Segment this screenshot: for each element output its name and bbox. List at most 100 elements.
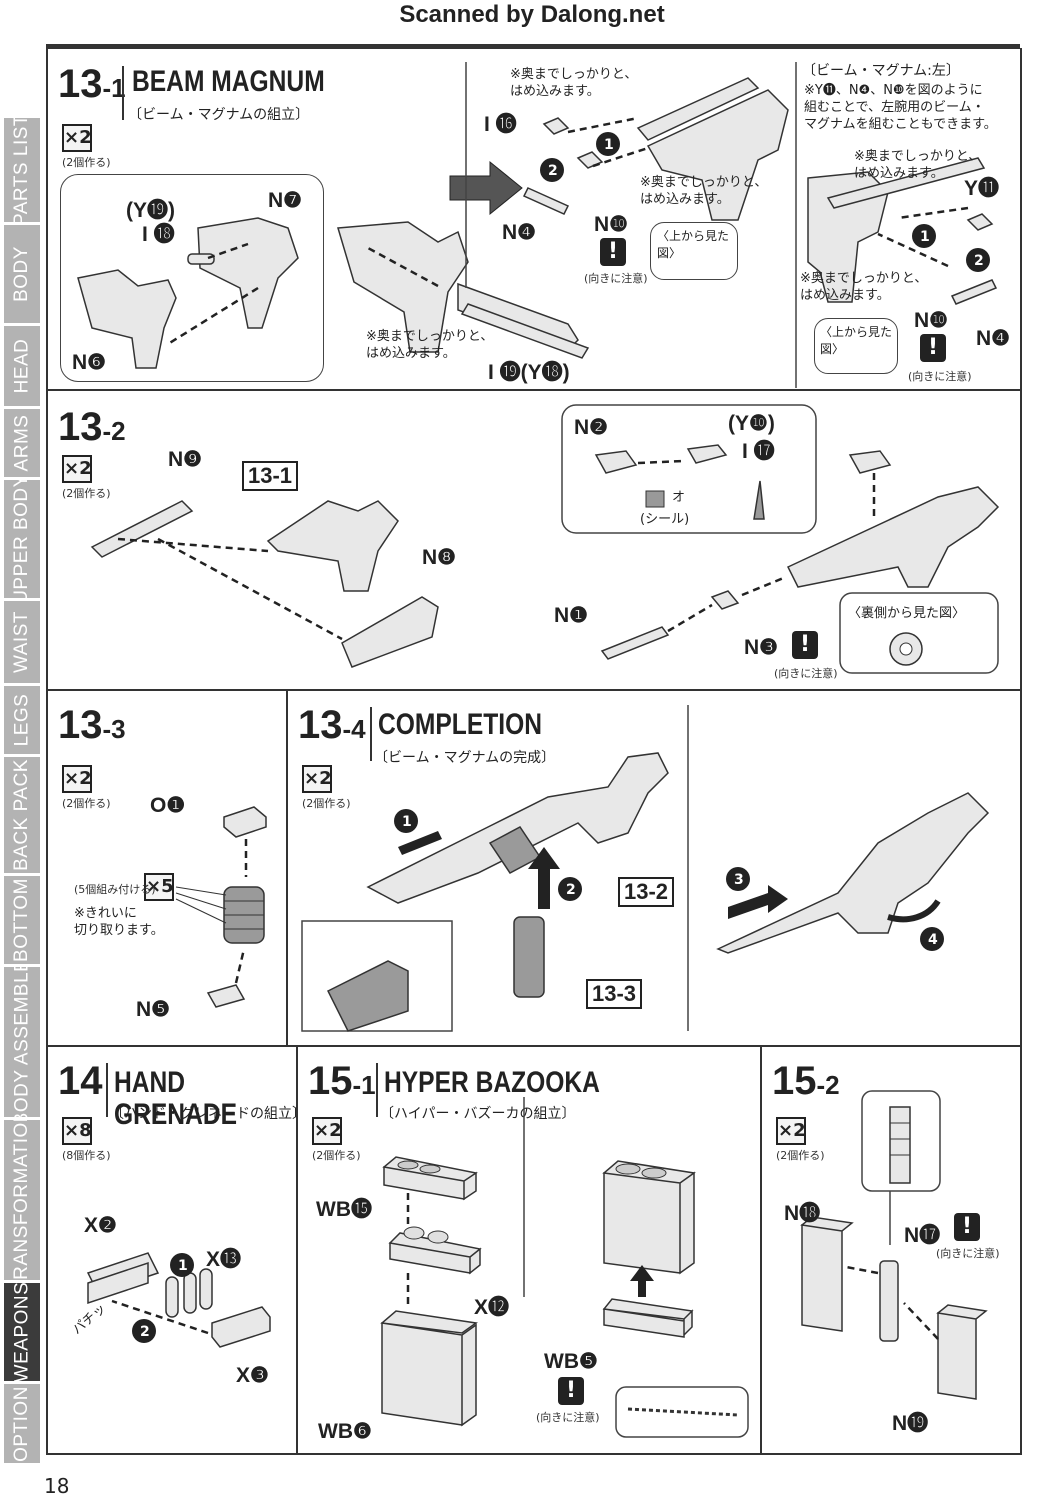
label-wb5: WB❺ (544, 1350, 598, 1373)
svg-text:4: 4 (928, 932, 938, 948)
svg-text:1: 1 (604, 137, 614, 153)
svg-text:3: 3 (734, 872, 744, 888)
back-view-label: 〈裏側から見た図〉 (848, 606, 966, 621)
label-i18: I ⓲ (142, 223, 175, 246)
label-wb6: WB❻ (318, 1420, 372, 1443)
step-15-1-panel: 15-1 HYPER BAZOOKA 〔ハイパー・バズーカの組立〕 ×2 (2個… (296, 1045, 762, 1455)
tab-legs[interactable]: LEGS (4, 686, 40, 754)
left-version-note: ※Y⓫、N❹、N❿を図のように 組むことで、左腕用のビーム・ マグナムを組むこと… (804, 83, 997, 132)
step-13-1-panel: 13-1 BEAM MAGNUM 〔ビーム・マグナムの組立〕 ×2 (2個作る)… (46, 48, 1022, 391)
svg-text:2: 2 (140, 1324, 150, 1340)
completion-diagram: 1 2 3 4 (301, 705, 990, 1032)
quantity-badge: ×2 (312, 1117, 342, 1145)
tab-weapons[interactable]: WEAPONS (4, 1283, 40, 1381)
section-sidebar: PARTS LIST BODY HEAD ARMS UPPER BODY WAI… (0, 118, 44, 1463)
x5-note: (5個組み付ける) (74, 883, 156, 896)
detail-inset (60, 174, 324, 382)
svg-text:2: 2 (566, 882, 576, 898)
caution-note: (向きに注意) (584, 272, 648, 285)
hand-grenade-diagram: 1 2 (86, 1252, 271, 1348)
label-n8: N❽ (422, 546, 456, 569)
step-title: HYPER BAZOOKA (384, 1066, 600, 1099)
left-press-note-2: ※奥までしっかりと、 はめ込みます。 (800, 271, 928, 303)
svg-text:2: 2 (974, 253, 984, 269)
tab-arms[interactable]: ARMS (4, 409, 40, 477)
tab-body[interactable]: BODY (4, 225, 40, 323)
step-subtitle-jp: 〔ビーム・マグナムの組立〕 (128, 107, 310, 123)
left-top-view-label: 〈上から見た図〉 (820, 325, 893, 356)
label-n2: N❷ (574, 416, 608, 439)
top-rule (46, 44, 1020, 49)
caution-icon: ! (954, 1213, 980, 1241)
tab-bottom[interactable]: BOTTOM (4, 876, 40, 964)
label-i19-y18: I ⓳(Y⓲) (488, 361, 570, 384)
step-number: 13-2 (58, 405, 126, 449)
label-i16: I ⓰ (484, 113, 517, 136)
quantity-badge: ×2 (302, 765, 332, 793)
step-subtitle-jp: 〔ビーム・マグナムの完成〕 (374, 750, 556, 766)
label-y19: (Y⓳) (126, 199, 175, 222)
seal-note: (シール) (640, 512, 690, 527)
label-n10: N❿ (594, 213, 628, 236)
seal-letter: オ (672, 490, 686, 505)
left-caution-icon: ! (920, 334, 946, 362)
tab-body-assemble[interactable]: BODY ASSEMBLE (4, 967, 40, 1117)
left-version-title: 〔ビーム・マグナム:左〕 (802, 63, 960, 79)
left-top-view-bubble: 〈上から見た図〉 (814, 318, 898, 374)
label-n9: N❾ (168, 448, 202, 471)
magazine-diagram (800, 1090, 988, 1400)
quantity-note: (8個作る) (62, 1149, 111, 1162)
caution-note: (向きに注意) (536, 1411, 600, 1424)
ref-step-13-2: 13-2 (618, 877, 675, 907)
tab-back-pack[interactable]: BACK PACK (4, 757, 40, 873)
label-n3: N❸ (744, 636, 778, 659)
tab-upper-body[interactable]: UPPER BODY (4, 480, 40, 598)
step-13-3-panel: 13-3 ×2 (2個作る) O❶ ×5 (5個組み付ける) ※きれいに 切り取… (46, 689, 288, 1047)
scan-credit-header: Scanned by Dalong.net (399, 1, 665, 28)
label-left-n4: N❹ (976, 327, 1010, 350)
tab-head[interactable]: HEAD (4, 326, 40, 406)
left-press-note-1: ※奥までしっかりと、 はめ込みます。 (854, 149, 982, 181)
svg-text:1: 1 (402, 814, 412, 830)
tab-transformation[interactable]: TRANSFORMATION (4, 1120, 40, 1280)
svg-text:1: 1 (920, 229, 930, 245)
quantity-note: (2個作る) (62, 797, 111, 810)
caution-icon: ! (792, 631, 818, 659)
beam-magnum-diagram: 1 2 1 2 (77, 62, 998, 388)
caution-icon: ! (600, 238, 626, 266)
quantity-note: (2個作る) (776, 1149, 825, 1162)
label-wb15: WB⓯ (316, 1198, 372, 1221)
press-note: ※奥までしっかりと、 はめ込みます。 (366, 329, 494, 361)
label-left-n10: N❿ (914, 309, 948, 332)
tab-waist[interactable]: WAIST (4, 601, 40, 683)
step-subtitle-jp: 〔ハンド・グレネードの組立〕 (110, 1106, 298, 1122)
top-view-label: 〈上から見た図〉 (657, 229, 730, 260)
step-13-4-panel: 13-4 COMPLETION 〔ビーム・マグナムの完成〕 ×2 (2個作る) … (286, 689, 1022, 1047)
label-n5: N❺ (136, 998, 170, 1021)
label-n17: N⓱ (904, 1224, 941, 1247)
quantity-note: (2個作る) (312, 1149, 361, 1162)
tab-option[interactable]: OPTION (4, 1384, 40, 1463)
step-14-panel: 14 HAND GRENADE 〔ハンド・グレネードの組立〕 ×8 (8個作る)… (46, 1045, 298, 1455)
label-n4: N❹ (502, 221, 536, 244)
step-number: 15-2 (772, 1059, 840, 1103)
step-13-2-panel: 13-2 ×2 (2個作る) N❾ 13-1 N❽ N❷ (Y❿) I ⓱ (シ… (46, 391, 1022, 691)
quantity-badge: ×2 (62, 455, 92, 483)
quantity-badge: ×2 (62, 124, 92, 152)
label-x13: X⓭ (206, 1248, 242, 1271)
press-note-mid: ※奥までしっかりと、 はめ込みます。 (640, 175, 768, 207)
step-number: 13-3 (58, 703, 126, 747)
label-n6: N❻ (72, 351, 106, 374)
step-title: HAND GRENADE (114, 1066, 238, 1131)
svg-text:1: 1 (178, 1258, 188, 1274)
label-n18: N⓲ (784, 1202, 821, 1225)
hyper-bazooka-diagram (380, 1097, 749, 1438)
label-x2: X❷ (84, 1214, 117, 1237)
tab-parts-list[interactable]: PARTS LIST (4, 118, 40, 222)
beam-magnum-barrel-diagram (90, 404, 1000, 674)
quantity-badge: ×2 (776, 1117, 806, 1145)
caution-note: (向きに注意) (774, 667, 838, 680)
step-15-2-panel: 15-2 ×2 (2個作る) N⓲ N⓱ ! (向きに注意) N⓳ (760, 1045, 1022, 1455)
quantity-note: (2個作る) (62, 156, 111, 169)
step-number: 15-1 (308, 1059, 376, 1103)
